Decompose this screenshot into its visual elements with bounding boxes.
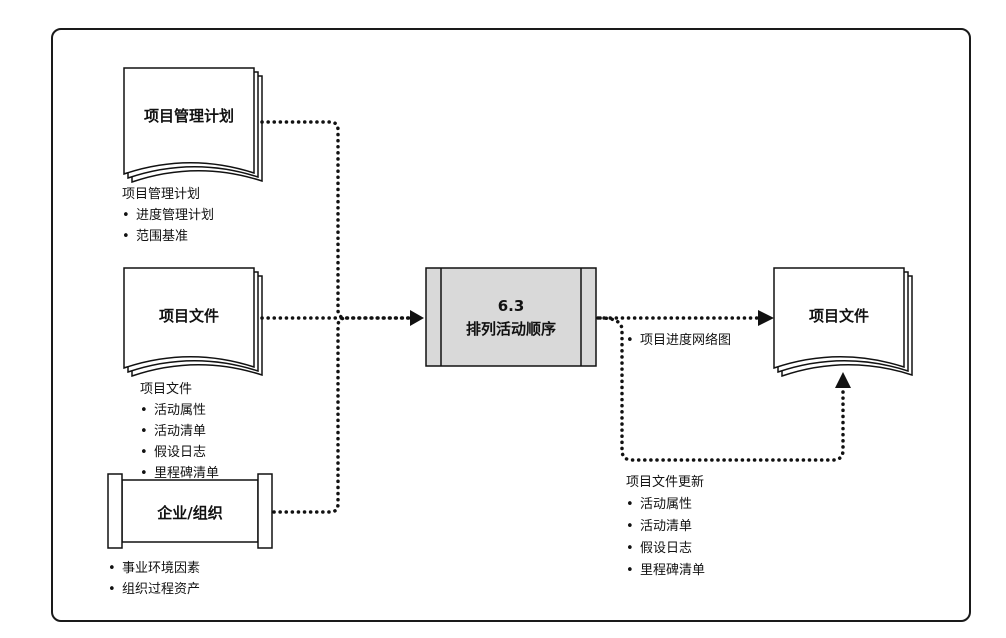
enterprise-bullet: 组织过程资产	[108, 578, 200, 597]
output-project-docs-title: 项目文件	[808, 307, 870, 325]
enterprise-scroll-icon	[107, 473, 273, 549]
diagram-frame	[51, 28, 971, 622]
process-number: 6.3	[497, 297, 525, 315]
enterprise-bullet: 事业环境因素	[108, 557, 200, 576]
project-docs-bullet: 活动属性	[140, 399, 206, 418]
process-box	[425, 267, 597, 367]
project-docs-bullet: 活动清单	[140, 420, 206, 439]
pm-plan-bullet: 范围基准	[122, 225, 188, 244]
enterprise-title: 企业/组织	[157, 504, 223, 522]
project-docs-bullet: 假设日志	[140, 441, 206, 460]
process-name: 排列活动顺序	[465, 320, 557, 338]
pm-plan-caption: 项目管理计划	[122, 187, 201, 202]
process-input-arrowhead	[410, 310, 424, 326]
pm-plan-document-icon	[123, 67, 263, 184]
pm-plan-title: 项目管理计划	[143, 107, 235, 125]
enterprise-flow-line	[272, 316, 348, 514]
project-docs-caption: 项目文件	[140, 382, 193, 397]
output-project-docs-document-icon	[773, 267, 913, 378]
updates-flow-line	[598, 316, 845, 462]
network-diagram-label: 项目进度网络图	[626, 329, 731, 348]
updates-arrowhead	[835, 372, 851, 388]
doc-updates-bullet: 活动属性	[626, 493, 692, 512]
doc-updates-caption: 项目文件更新	[626, 475, 705, 490]
project-docs-bullet: 里程碑清单	[140, 462, 219, 481]
project-docs-title: 项目文件	[158, 307, 220, 325]
project-docs-document-icon	[123, 267, 263, 378]
pm-plan-flow-line	[260, 120, 412, 320]
output-arrowhead	[758, 310, 774, 326]
doc-updates-bullet: 假设日志	[626, 537, 692, 556]
pm-plan-bullet: 进度管理计划	[122, 204, 214, 223]
doc-updates-bullet: 里程碑清单	[626, 559, 705, 578]
doc-updates-bullet: 活动清单	[626, 515, 692, 534]
